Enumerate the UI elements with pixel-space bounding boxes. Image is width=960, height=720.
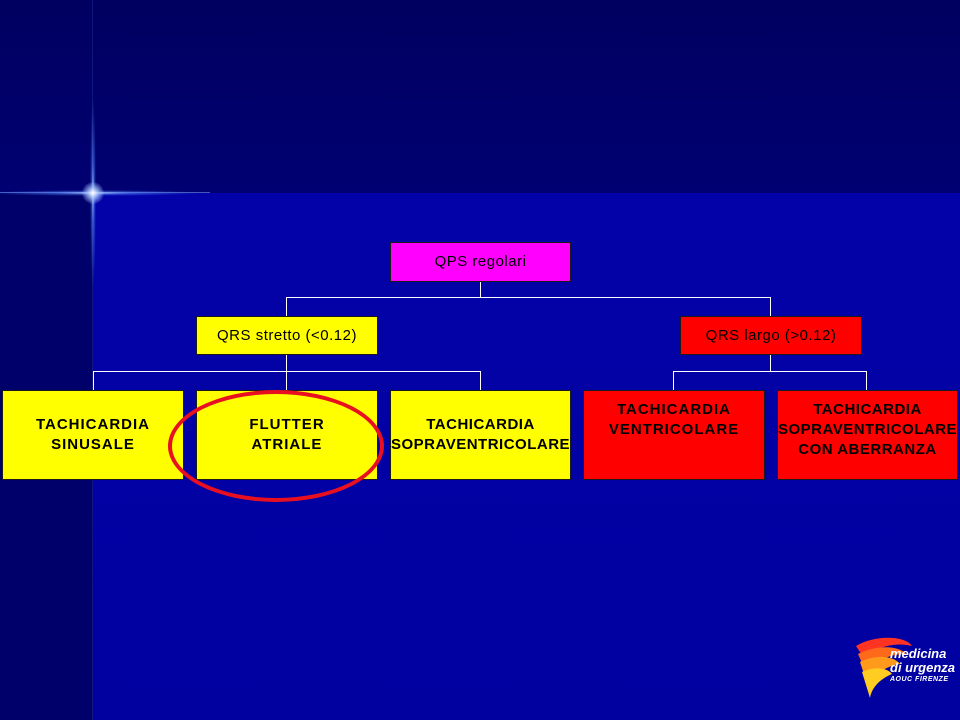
leaf-5-line-2: SOPRAVENTRICOLARE <box>777 421 958 438</box>
connector-level1-bar <box>286 297 771 298</box>
light-flare-icon <box>82 182 104 204</box>
node-qrs-largo: QRS largo (>0.12) <box>680 316 862 355</box>
node-qrs-stretto: QRS stretto (<0.12) <box>196 316 378 355</box>
connector-to-leaf-3 <box>480 371 481 390</box>
leaf-tachicardia-ventricolare: TACHICARDIA VENTRICOLARE <box>583 390 765 480</box>
root-node-qps-regolari: QPS regolari <box>390 242 571 282</box>
connector-narrow-bar <box>93 371 481 372</box>
logo-medicina-di-urgenza: medicina di urgenza AOUC FIRENZE <box>848 632 955 712</box>
leaf-1-line-2: SINUSALE <box>51 436 135 453</box>
connector-to-wide <box>770 297 771 316</box>
background-upper-band <box>0 0 960 193</box>
connector-to-leaf-1 <box>93 371 94 390</box>
leaf-4-line-2: VENTRICOLARE <box>608 421 740 438</box>
connector-to-leaf-5 <box>866 371 867 390</box>
connector-to-leaf-2 <box>286 371 287 390</box>
root-node-label: QPS regolari <box>434 253 527 270</box>
connector-to-narrow <box>286 297 287 316</box>
leaf-5-line-3: CON ABERRANZA <box>798 441 937 458</box>
connector-narrow-stem <box>286 354 287 372</box>
leaf-tachicardia-sopraventricolare: TACHICARDIA SOPRAVENTRICOLARE <box>390 390 571 480</box>
node-qrs-stretto-label: QRS stretto (<0.12) <box>217 326 357 344</box>
leaf-tachicardia-sopraventricolare-aberranza: TACHICARDIA SOPRAVENTRICOLARE CON ABERRA… <box>777 390 958 480</box>
logo-text-line-2: di urgenza <box>890 660 956 675</box>
connector-wide-stem <box>770 354 771 372</box>
connector-wide-bar <box>673 371 867 372</box>
logo-text-line-1: medicina <box>890 646 947 661</box>
connector-root-stem <box>480 281 481 298</box>
leaf-4-line-1: TACHICARDIA <box>616 401 732 418</box>
leaf-5-line-1: TACHICARDIA <box>813 401 922 418</box>
connector-to-leaf-4 <box>673 371 674 390</box>
logo-text-line-3: AOUC FIRENZE <box>890 676 949 683</box>
leaf-1-line-1: TACHICARDIA <box>35 416 151 433</box>
leaf-3-line-2: SOPRAVENTRICOLARE <box>390 436 571 453</box>
decorative-vertical-line <box>92 0 93 720</box>
swoosh-logo-icon <box>856 637 912 698</box>
leaf-tachicardia-sinusale: TACHICARDIA SINUSALE <box>2 390 184 480</box>
leaf-3-line-1: TACHICARDIA <box>426 416 535 433</box>
highlight-circle <box>168 390 384 502</box>
node-qrs-largo-label: QRS largo (>0.12) <box>705 326 837 344</box>
